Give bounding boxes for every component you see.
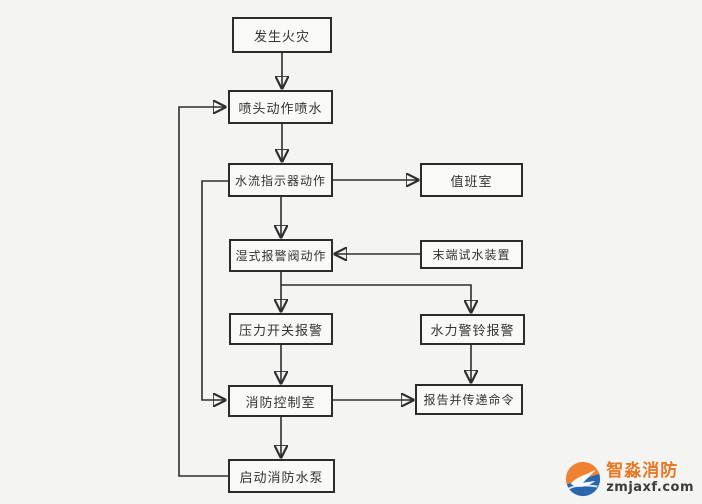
edge-pump-to-sprinkler-feedback [178,107,228,477]
node-start-fire-pump: 启动消防水泵 [228,459,335,493]
node-wet-alarm-valve: 湿式报警阀动作 [229,239,333,272]
node-report-relay-orders: 报告并传递命令 [415,384,523,415]
brand-logo-icon [566,461,601,497]
node-sprinkler-discharge: 喷头动作喷水 [228,90,333,124]
node-end-test-device: 末端试水装置 [420,240,523,269]
node-hydraulic-bell-alarm: 水力警铃报警 [420,314,525,345]
node-fire-control-room: 消防控制室 [228,385,333,417]
node-waterflow-indicator: 水流指示器动作 [228,163,333,197]
brand-watermark: 智淼消防 zmjaxf.com [564,460,694,498]
edge-flow-to-control-feedback [201,180,228,400]
node-pressure-switch-alarm: 压力开关报警 [229,313,333,345]
brand-name: 智淼消防 [606,461,679,482]
brand-domain: zmjaxf.com [606,480,694,496]
node-fire-occurs: 发生火灾 [232,17,332,53]
edge-valve-to-bell [281,284,471,312]
node-duty-room: 值班室 [420,163,523,197]
